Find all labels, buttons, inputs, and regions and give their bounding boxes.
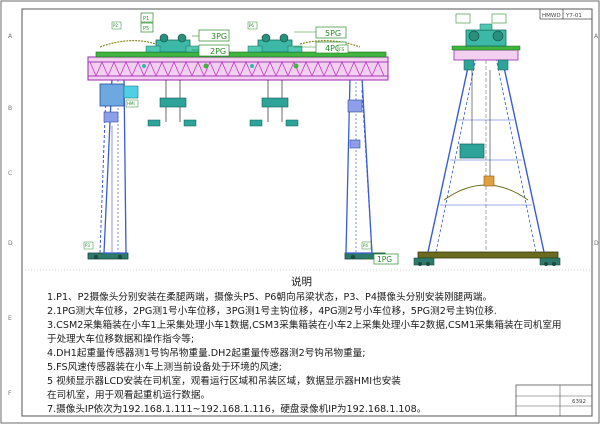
front-callouts: P1 P5 3PG 2PG 5PG 4PG FS 1PG P3 P4 P6 P2… [83,12,399,265]
row-marker-d: D [8,240,13,247]
callout-4pg: 4PG [325,44,341,53]
trolley-1 [99,33,201,127]
callout-p5: P5 [143,26,149,32]
note-line-6: 5.FS风速传感器装在小车上测当前设备处于环境的风速; [47,362,282,373]
drawing-number: Y7-01 [565,13,582,19]
row-marker-f: F [8,390,12,397]
notes-title: 说明 [291,276,312,288]
callout-2pg: 2PG [210,47,226,56]
callout-5pg: 5PG [325,29,341,38]
callout-1pg: 1PG [377,255,392,264]
title-block-top [539,8,593,20]
note-line-3: 3.CSM2采集箱装在小车1上采集处理小车1数据,CSM3采集箱装在小车2上采集… [47,320,562,331]
row-marker-e: E [8,315,12,322]
callout-3pg: 3PG [211,32,227,41]
note-line-5: 4.DH1起重量传感器测1号钩吊物重量.DH2起重量传感器测2号钩吊物重量; [47,348,366,359]
callout-p3: P3 [85,243,90,248]
callout-p2: P2 [113,23,118,28]
row-marker-b: B [8,105,12,112]
trolley-2 [247,33,361,127]
callout-p1: P1 [143,16,149,22]
callout-p4: P4 [363,243,368,248]
note-line-2: 2.1PG测大车位移，2PG测1号小车位移，3PG测1号主钩位移，4PG测2号小… [47,306,497,317]
sheet-number: 6392 [572,399,586,405]
row-marker-c: C [8,170,12,177]
note-line-7: 5 视频显示器LCD安装在司机室，观看运行区域和吊装区域，数据显示器HMI也安装 [47,376,401,387]
drawing-code: HMWD [542,13,561,19]
note-line-1: 1.P1、P2摄像头分别安装在柔腿两端，摄像头P5、P6朝向吊梁状态，P3、P4… [47,292,493,303]
note-line-8: 在司机室，用于观看起重机运行数据。 [47,390,211,401]
row-marker-a-right: A [594,33,599,40]
operator-cab [123,85,139,99]
callout-hmi: HMI [127,101,135,106]
row-marker-d-right: D [594,240,599,247]
callout-p6: P6 [249,23,254,28]
inner-frame [21,8,593,417]
side-view [413,13,561,266]
note-line-9: 7.摄像头IP依次为192.168.1.111~192.168.1.116，硬盘… [47,404,427,415]
callout-fs: FS [339,47,345,53]
front-view [87,33,389,260]
title-block-bottom [515,384,593,417]
row-marker-a: A [8,33,13,40]
note-line-4: 于处理大车位移数据和操作指令等; [47,334,195,345]
